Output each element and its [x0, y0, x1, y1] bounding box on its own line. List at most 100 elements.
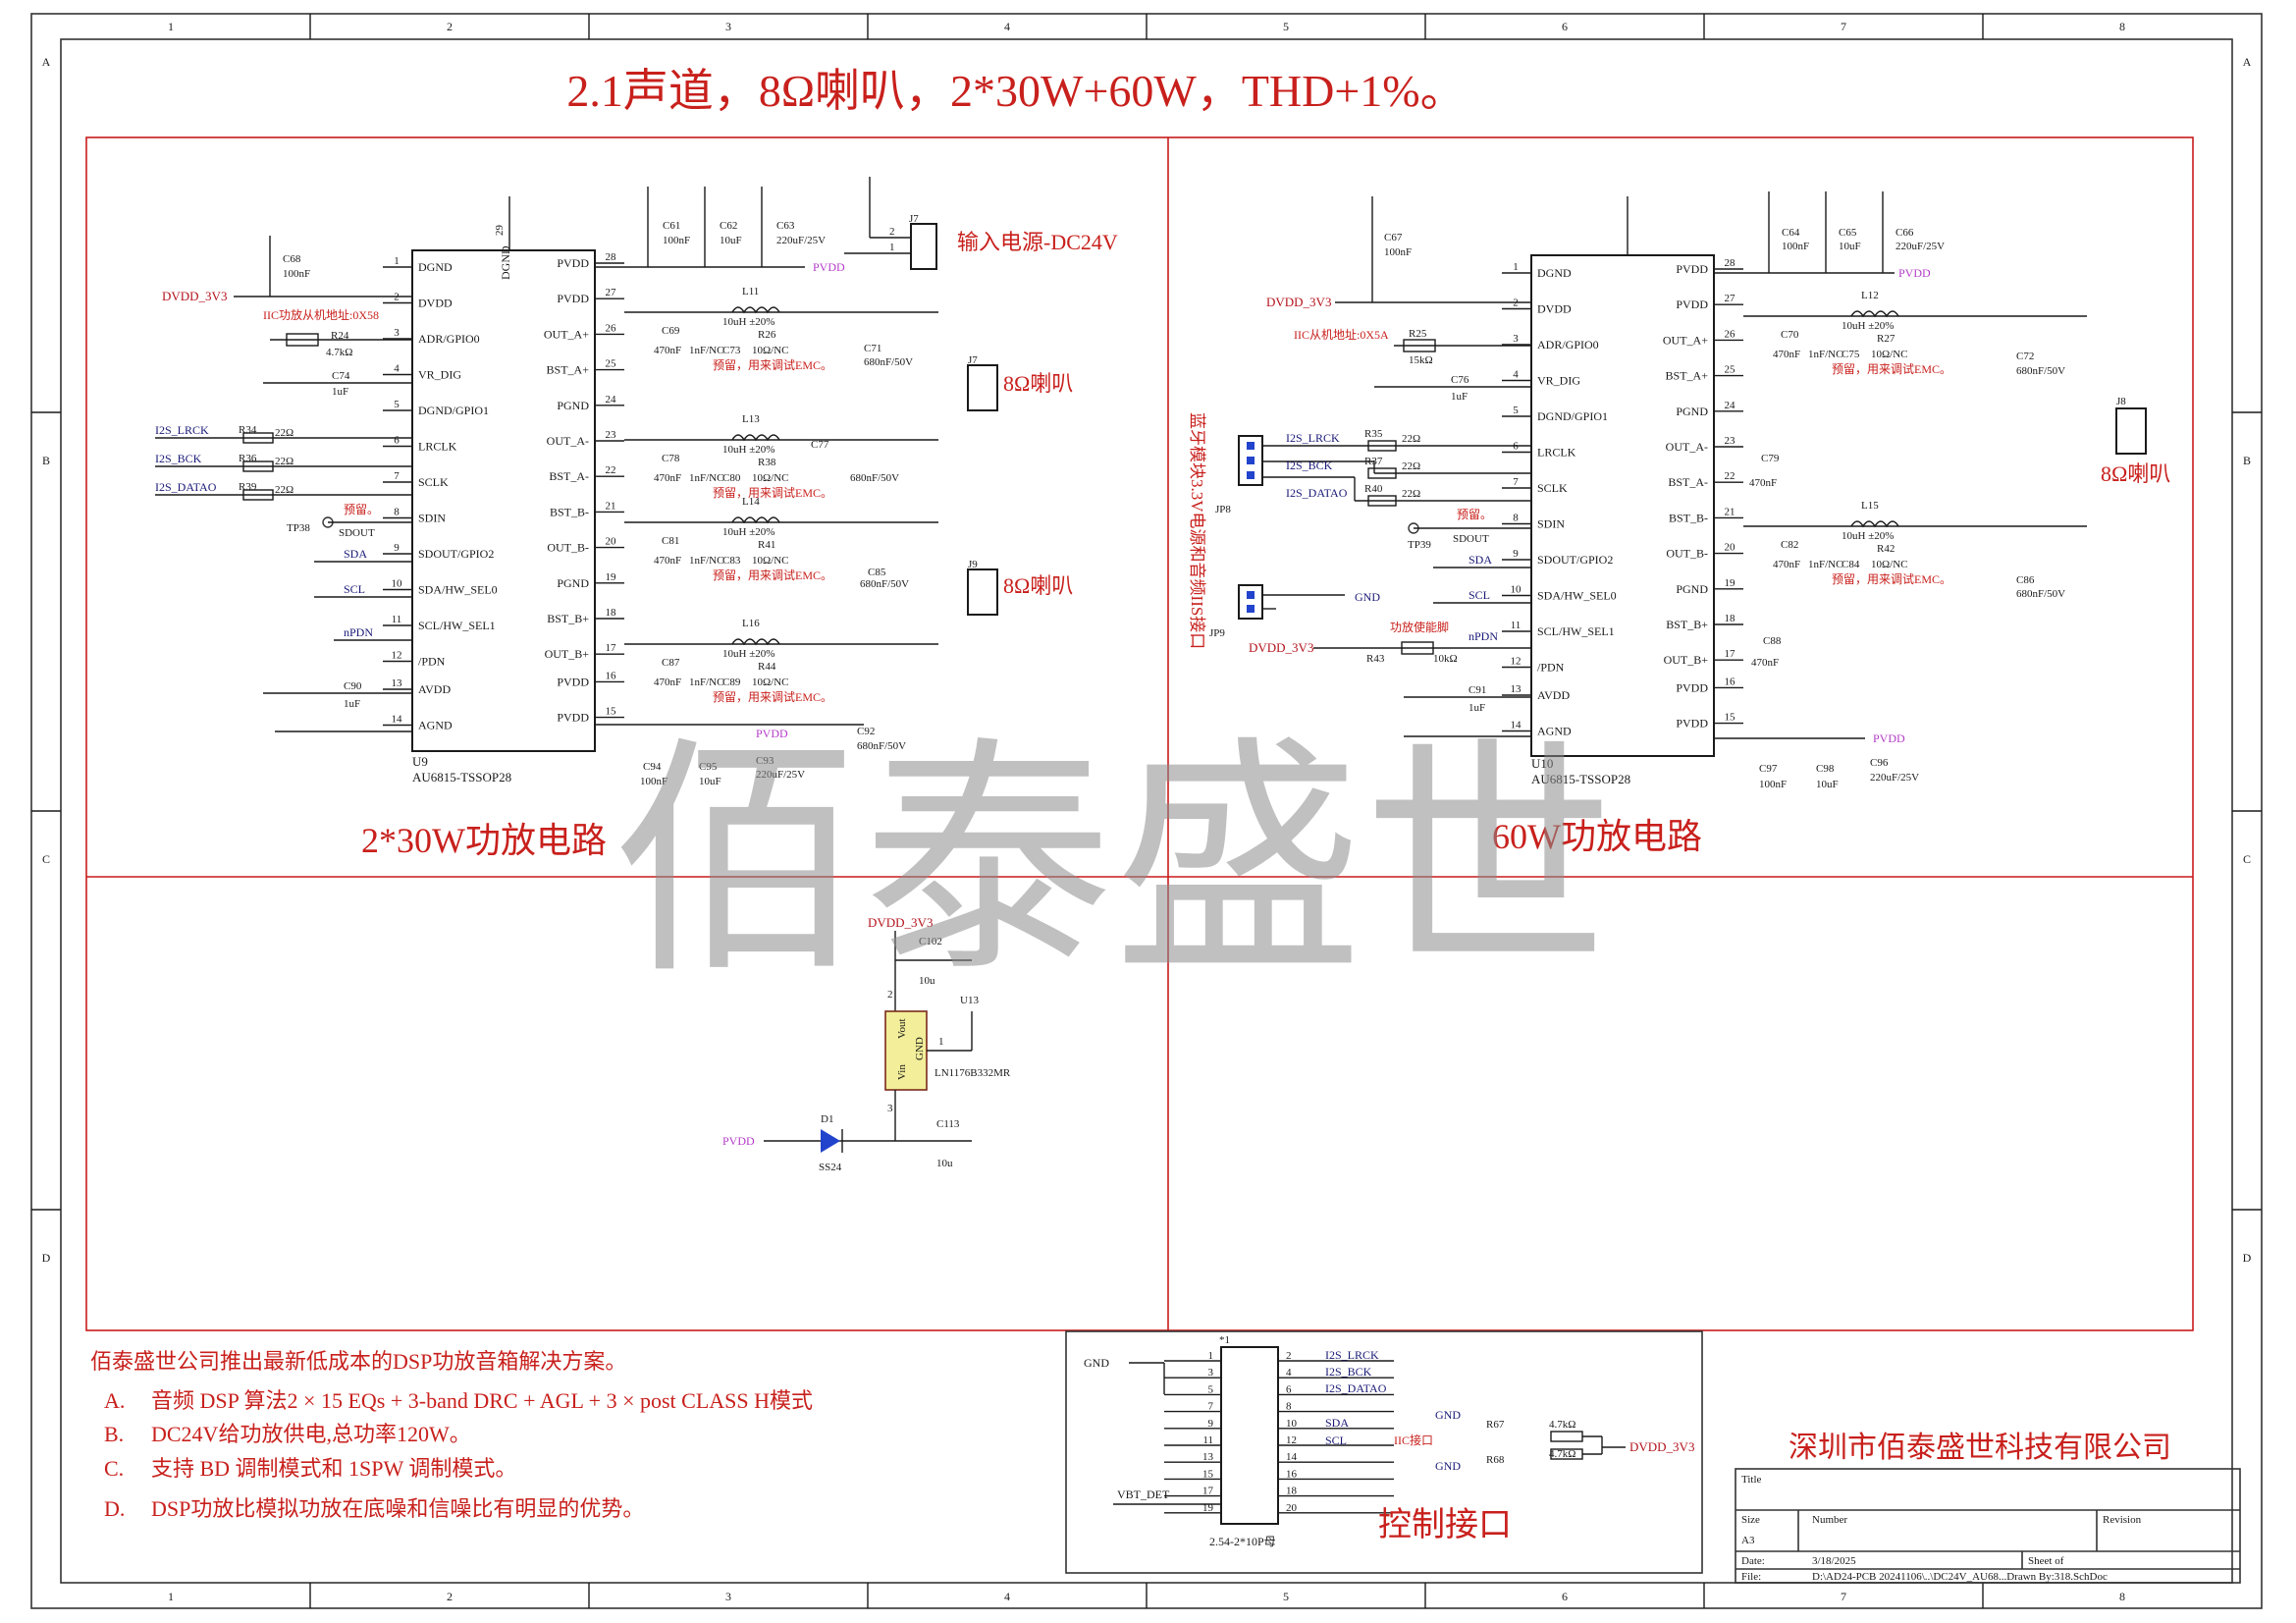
u9-c71: C71	[864, 343, 881, 354]
grid-row-label-left: D	[42, 1251, 51, 1265]
control-connector-ref: *1	[1219, 1334, 1230, 1346]
speaker-right-ref: J8	[2116, 396, 2126, 407]
bootstrap-cap-value: 470nF	[654, 676, 681, 688]
ic-pin-name: ADR/GPIO0	[1537, 338, 1599, 352]
ic-pin-name: SCLK	[418, 475, 449, 489]
control-pin-number-right: 16	[1286, 1468, 1298, 1480]
ic-pin-name: OUT_A+	[1663, 333, 1708, 347]
ldo-d1: D1	[821, 1113, 833, 1125]
ic-pin-name: AGND	[418, 719, 453, 732]
grid-col-label-bottom: 8	[2119, 1590, 2125, 1603]
u9-top-pin-num: 29	[494, 225, 506, 237]
ldo-vin: Vin	[896, 1064, 908, 1080]
notes-item-c-letter: C.	[104, 1456, 124, 1481]
control-pin-number-left: 15	[1202, 1468, 1214, 1480]
bootstrap-cap-ref: C87	[662, 657, 680, 669]
control-iic-note: IIC接口	[1394, 1433, 1433, 1447]
control-pin-number-right: 6	[1286, 1383, 1292, 1395]
u9-r36-body	[242, 460, 274, 472]
u9-ref: U9	[412, 754, 428, 769]
control-bck-net: I2S_BCK	[1325, 1365, 1372, 1379]
control-pin-number-right: 10	[1286, 1418, 1298, 1430]
snubber-cap-value: 1nF/NC	[689, 555, 723, 567]
u9-c62: C62	[720, 220, 737, 232]
grid-col-label-bottom: 2	[447, 1590, 453, 1603]
title-block-file-label: File:	[1741, 1571, 1761, 1583]
inductor-ref: L16	[742, 618, 760, 629]
u10-r40: R40	[1364, 483, 1383, 495]
title-block-frame	[1735, 1468, 2241, 1584]
ic-pin-number: 13	[392, 677, 403, 689]
ic-pin-number: 3	[394, 327, 400, 339]
grid-col-label-top: 3	[725, 20, 731, 33]
ldo-d1-body	[821, 1129, 840, 1153]
ic-pin-name: SDIN	[1537, 517, 1565, 531]
u10-part: AU6815-TSSOP28	[1531, 772, 1630, 786]
ic-pin-number: 1	[394, 255, 400, 267]
u10-c98: C98	[1816, 763, 1835, 775]
bootstrap-cap-ref: C82	[1781, 539, 1798, 551]
u9-tp38: TP38	[287, 522, 310, 534]
u10-r43: R43	[1366, 653, 1385, 665]
ic-pin-number: 3	[1513, 333, 1519, 345]
ic-pin-number: 9	[394, 542, 400, 554]
u9-part: AU6815-TSSOP28	[412, 770, 511, 784]
grid-col-label-bottom: 1	[168, 1590, 174, 1603]
u10-r40-body	[1367, 495, 1397, 507]
u9-c93: C93	[756, 755, 774, 767]
u9-iic-note: IIC功放从机地址:0X58	[263, 307, 379, 322]
ic-pin-name: /PDN	[418, 655, 446, 669]
ic-pin-name: PVDD	[557, 292, 589, 305]
u10-c72: C72	[2016, 351, 2034, 362]
u10-c67-value: 100nF	[1384, 246, 1412, 258]
ic-pin-number: 10	[392, 578, 403, 590]
u9-c94-value: 100nF	[640, 776, 667, 787]
ic-pin-number: 17	[606, 642, 617, 654]
ic-pin-name: BST_B+	[1666, 618, 1708, 631]
snubber-cap-ref: C73	[722, 345, 741, 356]
u10-c97: C97	[1759, 763, 1778, 775]
ldo-c113-value: 10u	[936, 1158, 953, 1169]
u10-c79-value: 470nF	[1749, 477, 1777, 489]
grid-row-label-left: B	[42, 454, 50, 467]
speaker-left-a: J7 8Ω喇叭	[967, 354, 1073, 411]
u9-c92: C92	[857, 726, 875, 737]
u9-r36: R36	[239, 453, 257, 464]
u10-c86: C86	[2016, 574, 2035, 586]
u9-bck-net: I2S_BCK	[155, 452, 202, 465]
ic-pin-name: SCLK	[1537, 481, 1568, 495]
u10-r37: R37	[1364, 456, 1383, 467]
ldo-c102: C102	[919, 936, 942, 947]
grid-col-label-bottom: 4	[1004, 1590, 1010, 1603]
u9-pvdd-net: PVDD	[813, 260, 845, 274]
control-scl-net: SCL	[1325, 1434, 1347, 1447]
snubber-res-value: 10Ω/NC	[752, 345, 789, 356]
title-block-date: 3/18/2025	[1812, 1555, 1856, 1567]
emc-note: 预留，用来调试EMC。	[1832, 361, 1951, 376]
ic-pin-number: 10	[1511, 584, 1522, 596]
notes-item-d-text: DSP功放比模拟功放在底噪和信噪比有明显的优势。	[151, 1496, 644, 1521]
ic-pin-name: OUT_A-	[1666, 440, 1708, 454]
speaker-right-body	[2115, 407, 2147, 455]
grid-col-label-bottom: 7	[1841, 1590, 1846, 1603]
u9-sdout-net: SDOUT	[339, 527, 375, 539]
u10-jp9-gnd: GND	[1355, 590, 1380, 604]
notes-heading: 佰泰盛世公司推出最新低成本的DSP功放音箱解决方案。	[90, 1349, 626, 1374]
title-block-size-label: Size	[1741, 1514, 1760, 1526]
inductor-coil	[731, 638, 780, 646]
u10-jp9: JP9	[1209, 627, 1225, 639]
control-dvdd-net: DVDD_3V3	[1629, 1439, 1694, 1454]
emc-note: 预留，用来调试EMC。	[713, 357, 832, 372]
u10-c91: C91	[1468, 684, 1486, 696]
u9-c92-value: 680nF/50V	[857, 740, 906, 752]
control-pin-number-right: 18	[1286, 1486, 1298, 1497]
ic-pin-name: DGND	[1537, 266, 1572, 280]
ic-pin-number: 13	[1511, 683, 1522, 695]
inductor-ref: L11	[742, 286, 759, 298]
ic-pin-number: 19	[606, 571, 617, 583]
snubber-res-value: 10Ω/NC	[752, 472, 789, 484]
ic-pin-name: DVDD	[418, 297, 453, 310]
ldo-vout: Vout	[896, 1018, 908, 1039]
snubber-cap-value: 1nF/NC	[689, 345, 723, 356]
grid-row-label-left: A	[42, 55, 51, 69]
